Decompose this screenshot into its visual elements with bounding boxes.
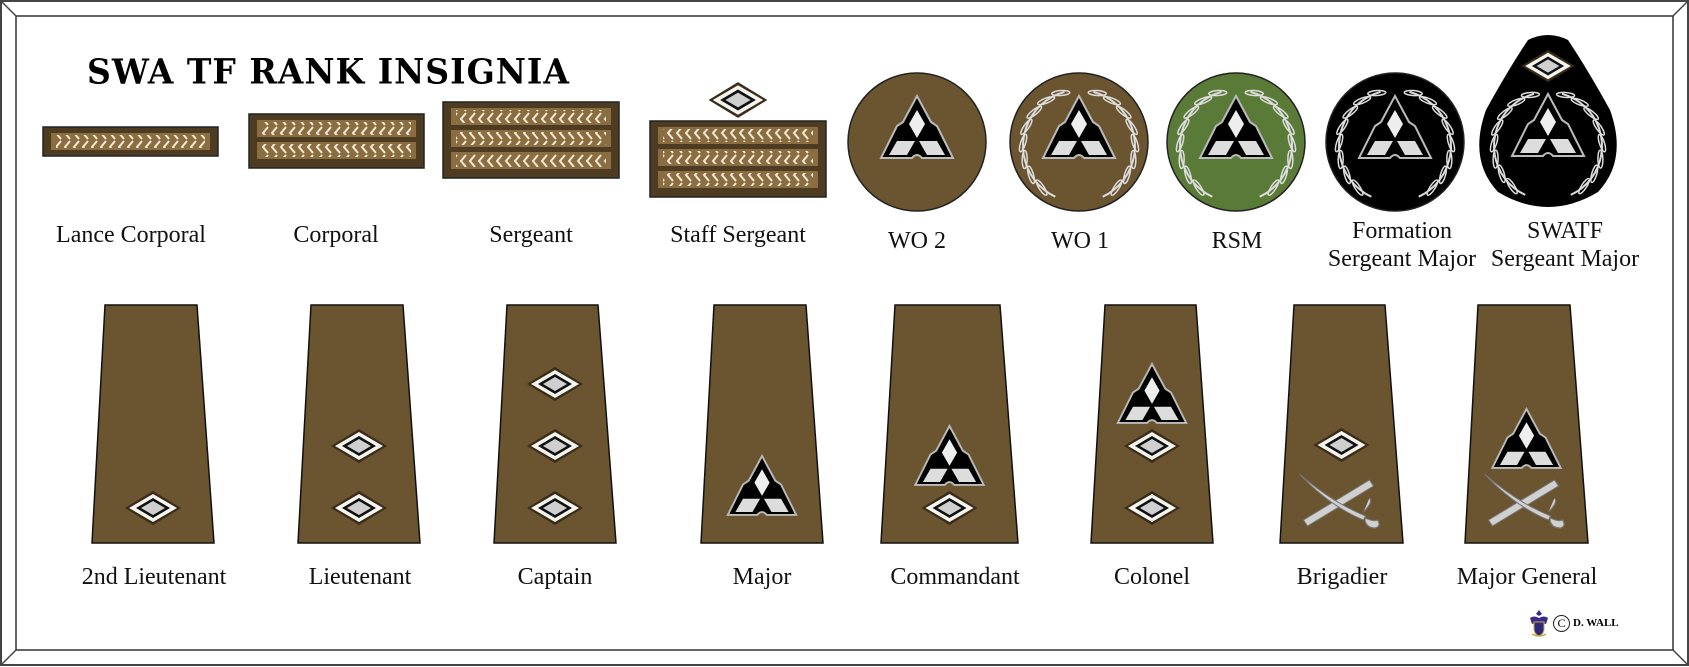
label-rsm: RSM — [1211, 228, 1263, 254]
diamond-pip-icon — [331, 491, 387, 525]
label-line: Sergeant Major — [1490, 246, 1640, 272]
label-lieutenant: Lieutenant — [308, 564, 412, 590]
diamond-pip-icon — [527, 491, 583, 525]
sergeant-insignia — [442, 101, 620, 179]
chevron-stripe — [456, 110, 606, 123]
label-wo1: WO 1 — [1051, 228, 1109, 254]
label-major-general: Major General — [1456, 564, 1598, 590]
label-line: SWATF — [1526, 218, 1604, 244]
label-staff-sergeant: Staff Sergeant — [670, 222, 806, 248]
lance-corporal-insignia — [42, 126, 219, 157]
label-2nd-lieutenant: 2nd Lieutenant — [81, 564, 227, 590]
chevron-stripe — [262, 122, 411, 135]
chevron-stripe — [663, 129, 813, 142]
staff-sergeant-insignia — [649, 120, 827, 198]
label-colonel: Colonel — [1114, 564, 1190, 590]
label-major: Major — [732, 564, 792, 590]
laurel-wreath-icon — [1175, 89, 1297, 198]
triangle-emblem-icon — [1490, 406, 1563, 469]
coat-of-arms-icon — [1530, 610, 1548, 637]
label-line: Formation — [1352, 218, 1452, 244]
badge-formation — [1325, 72, 1465, 212]
label-corporal: Corporal — [293, 222, 379, 248]
badge-rsm — [1166, 72, 1306, 212]
badge-wo-2 — [847, 72, 987, 212]
diamond-pip-icon — [1124, 429, 1180, 463]
diamond-pip-icon — [1313, 428, 1370, 462]
chevron-stripe — [56, 135, 205, 148]
triangle-emblem-icon — [1357, 93, 1433, 159]
triangle-emblem-icon — [726, 453, 798, 516]
crossed-swords-icon — [1484, 473, 1565, 529]
shoulder-strap-captain — [493, 304, 617, 544]
label-brigadier: Brigadier — [1296, 564, 1388, 590]
shoulder-strap-2nd-lieutenant — [91, 304, 215, 544]
diamond-pip-icon — [527, 367, 583, 401]
corporal-insignia — [248, 113, 425, 169]
label-formation-sergeant-major: Formation Sergeant Major — [1328, 217, 1476, 273]
chevron-stripe — [456, 132, 606, 145]
shoulder-strap-colonel — [1090, 304, 1214, 544]
label-wo2: WO 2 — [888, 228, 946, 254]
triangle-emblem-icon — [1116, 361, 1188, 424]
badge-wo-1 — [1009, 72, 1149, 212]
chevron-stripe — [456, 154, 606, 167]
label-captain: Captain — [517, 564, 593, 590]
triangle-emblem-icon — [913, 423, 986, 486]
badge-swatf-sergeant-major — [1479, 35, 1617, 207]
shoulder-strap-brigadier — [1279, 304, 1404, 544]
credit-text: D. WALL — [1573, 617, 1619, 629]
diamond-pip-icon — [527, 429, 583, 463]
label-sergeant: Sergeant — [489, 222, 573, 248]
label-swatf-sergeant-major: SWATF Sergeant Major — [1491, 217, 1639, 273]
shoulder-strap-major — [700, 304, 824, 544]
diamond-pip-icon — [1124, 491, 1180, 525]
copyright-symbol: C — [1553, 614, 1570, 632]
shoulder-strap-lieutenant — [297, 304, 421, 544]
crossed-swords-icon — [1299, 473, 1380, 529]
triangle-emblem-icon — [1041, 93, 1117, 159]
chevron-stripe — [663, 151, 813, 164]
chevron-stripe — [262, 144, 411, 157]
shoulder-strap-commandant — [880, 304, 1019, 544]
diamond-pip-icon — [921, 491, 978, 525]
triangle-emblem-icon — [1510, 91, 1586, 157]
laurel-wreath-icon — [1489, 91, 1607, 196]
shoulder-strap-major-general — [1464, 304, 1589, 544]
triangle-emblem-icon — [879, 93, 955, 159]
label-lance-corporal: Lance Corporal — [56, 222, 206, 248]
label-line: Sergeant Major — [1327, 246, 1477, 272]
laurel-wreath-icon — [1334, 89, 1456, 198]
page-title: SWA TF RANK INSIGNIA — [87, 51, 570, 92]
laurel-wreath-icon — [1018, 89, 1140, 198]
diamond-pip-icon — [331, 429, 387, 463]
credit: C D. WALL — [1528, 608, 1619, 638]
chevron-stripe — [663, 173, 813, 186]
diamond-pip-icon — [708, 82, 768, 118]
label-commandant: Commandant — [890, 564, 1020, 590]
diamond-pip-icon — [125, 491, 181, 525]
triangle-emblem-icon — [1198, 93, 1274, 159]
